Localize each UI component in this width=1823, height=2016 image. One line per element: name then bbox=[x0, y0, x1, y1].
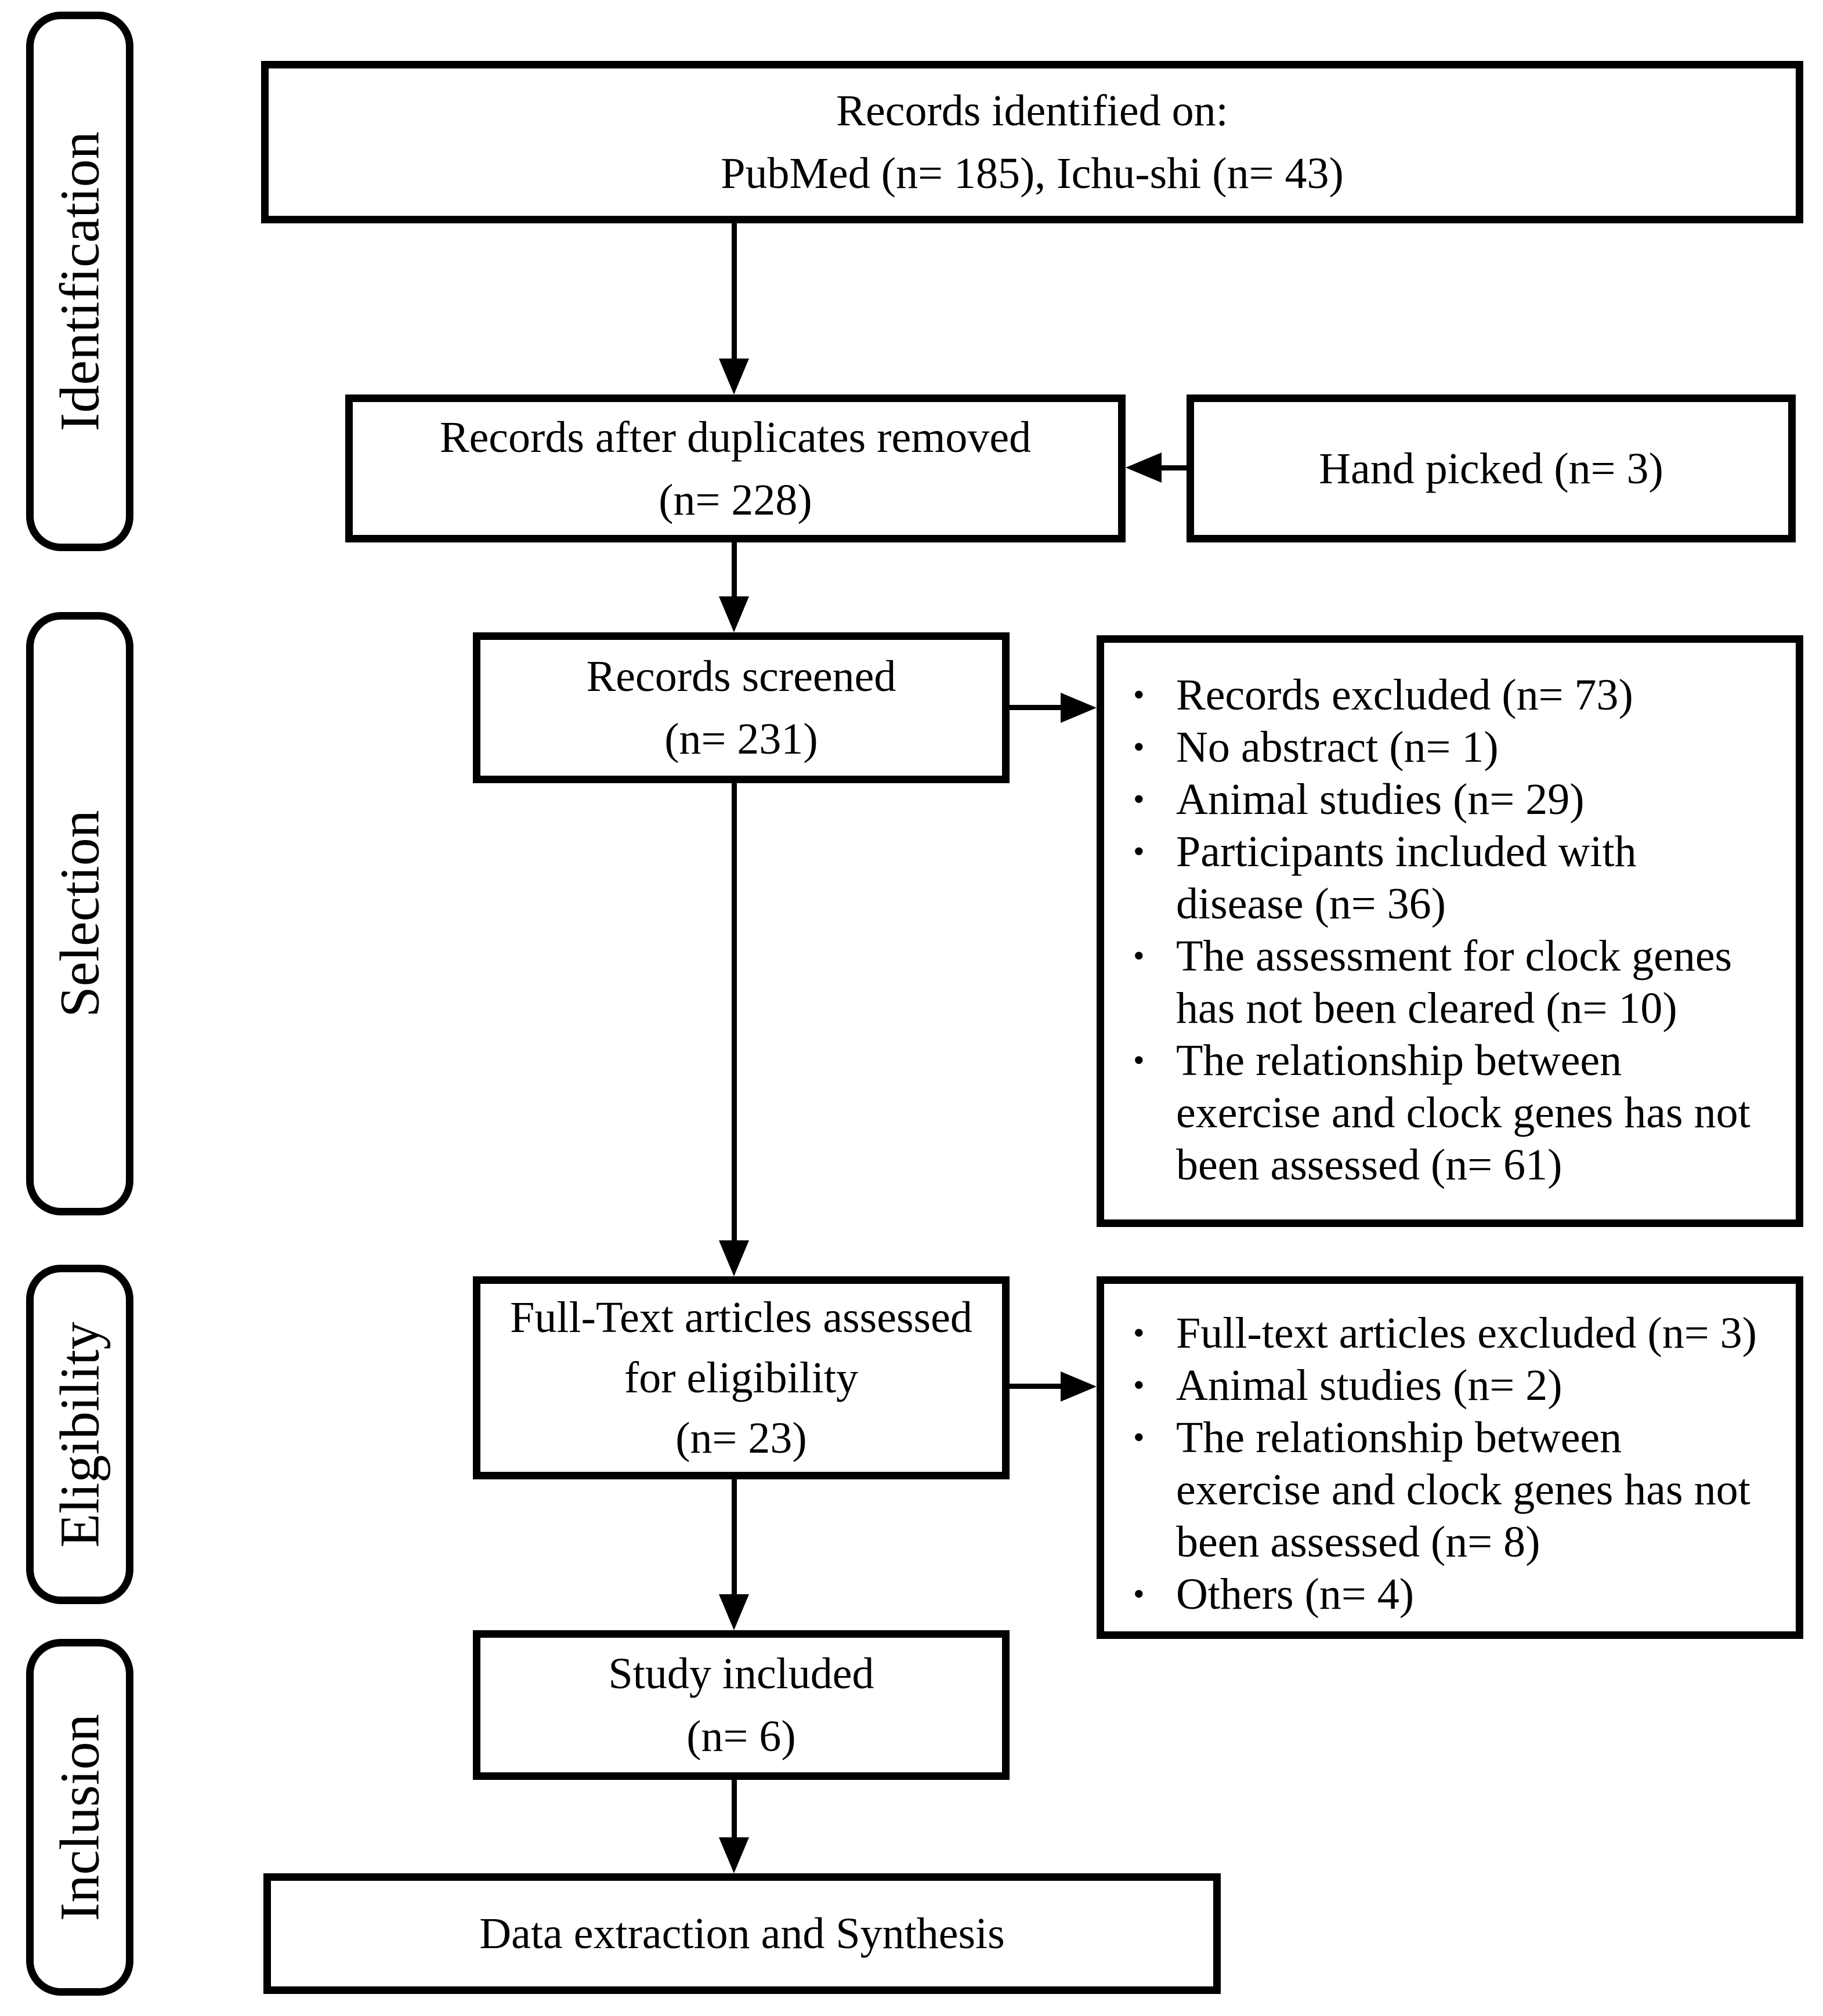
exclusion-reason: • Animal studies (n= 29) bbox=[1133, 773, 1767, 826]
arrowhead-right-icon bbox=[1061, 1371, 1097, 1402]
box-text-line: (n= 23) bbox=[675, 1414, 807, 1463]
exclusion-reason: • No abstract (n= 1) bbox=[1133, 721, 1767, 773]
arrow-line bbox=[1159, 465, 1187, 470]
box-fulltext-assessed: Full-Text articles assessed for eligibil… bbox=[473, 1276, 1010, 1479]
box-records-identified: Records identified on: PubMed (n= 185), … bbox=[261, 61, 1803, 223]
arrow-line bbox=[732, 783, 737, 1243]
arrow-line bbox=[1010, 705, 1063, 710]
box-text-line: Records after duplicates removed bbox=[439, 412, 1032, 462]
exclusion-reason: • Full-text articles excluded (n= 3) bbox=[1133, 1307, 1767, 1359]
bullet-dot: • bbox=[1133, 781, 1145, 817]
bullet-dot: • bbox=[1133, 1576, 1145, 1612]
box-text-line: (n= 231) bbox=[664, 715, 818, 763]
bullet-dot: • bbox=[1133, 1367, 1145, 1403]
arrowhead-down-icon bbox=[719, 1240, 749, 1276]
box-screening-exclusions: • Records excluded (n= 73) • No abstract… bbox=[1097, 635, 1803, 1227]
bullet-dot: • bbox=[1133, 1315, 1145, 1351]
box-text-line: Hand picked (n= 3) bbox=[1319, 444, 1663, 493]
bullet-dot: • bbox=[1133, 1043, 1145, 1078]
arrow-line bbox=[732, 1479, 737, 1597]
box-text-line: Full-Text articles assessed bbox=[510, 1293, 972, 1342]
box-duplicates-removed: Records after duplicates removed (n= 228… bbox=[345, 394, 1126, 542]
box-records-screened: Records screened (n= 231) bbox=[473, 632, 1010, 783]
stage-label: Eligibility bbox=[48, 1321, 111, 1548]
arrowhead-down-icon bbox=[719, 359, 749, 394]
box-study-included: Study included (n= 6) bbox=[473, 1630, 1010, 1780]
box-text-line: (n= 6) bbox=[686, 1712, 796, 1761]
bullet-dot: • bbox=[1133, 1420, 1145, 1456]
stage-identification: Identification bbox=[26, 12, 133, 551]
arrowhead-down-icon bbox=[719, 596, 749, 632]
exclusion-reason: • The assessment for clock genes has not… bbox=[1133, 930, 1767, 1034]
arrowhead-right-icon bbox=[1061, 693, 1097, 723]
arrowhead-down-icon bbox=[719, 1837, 749, 1873]
bullet-dot: • bbox=[1133, 729, 1145, 765]
box-text-line: Study included bbox=[608, 1649, 874, 1698]
arrow-line bbox=[732, 223, 737, 361]
arrowhead-left-icon bbox=[1126, 453, 1162, 483]
exclusion-reason: • The relationship between exercise and … bbox=[1133, 1034, 1767, 1191]
exclusion-reason: • Records excluded (n= 73) bbox=[1133, 669, 1767, 721]
box-eligibility-exclusions: • Full-text articles excluded (n= 3) • A… bbox=[1097, 1276, 1803, 1639]
bullet-dot: • bbox=[1133, 677, 1145, 713]
box-text-line: for eligibility bbox=[624, 1353, 859, 1402]
box-data-extraction: Data extraction and Synthesis bbox=[263, 1873, 1221, 1994]
stage-label: Inclusion bbox=[48, 1713, 111, 1921]
bullet-dot: • bbox=[1133, 834, 1145, 870]
stage-eligibility: Eligibility bbox=[26, 1265, 133, 1604]
exclusion-reason: • The relationship between exercise and … bbox=[1133, 1411, 1767, 1568]
exclusion-reason: • Participants included with disease (n=… bbox=[1133, 826, 1767, 930]
box-text-line: Records identified on: bbox=[836, 86, 1228, 135]
stage-inclusion: Inclusion bbox=[26, 1639, 133, 1996]
box-text-line: PubMed (n= 185), Ichu-shi (n= 43) bbox=[721, 149, 1344, 198]
stage-selection: Selection bbox=[26, 612, 133, 1215]
exclusion-reason: • Animal studies (n= 2) bbox=[1133, 1359, 1767, 1411]
arrow-line bbox=[732, 542, 737, 599]
stage-label: Identification bbox=[48, 131, 111, 432]
stage-label: Selection bbox=[48, 810, 111, 1018]
box-text-line: (n= 228) bbox=[659, 475, 812, 524]
box-text-line: Records screened bbox=[586, 652, 896, 701]
box-hand-picked: Hand picked (n= 3) bbox=[1187, 394, 1796, 542]
arrow-line bbox=[1010, 1384, 1063, 1389]
arrowhead-down-icon bbox=[719, 1594, 749, 1630]
bullet-dot: • bbox=[1133, 938, 1145, 974]
box-text-line: Data extraction and Synthesis bbox=[479, 1909, 1005, 1958]
exclusion-reason: • Others (n= 4) bbox=[1133, 1568, 1767, 1620]
arrow-line bbox=[732, 1780, 737, 1840]
